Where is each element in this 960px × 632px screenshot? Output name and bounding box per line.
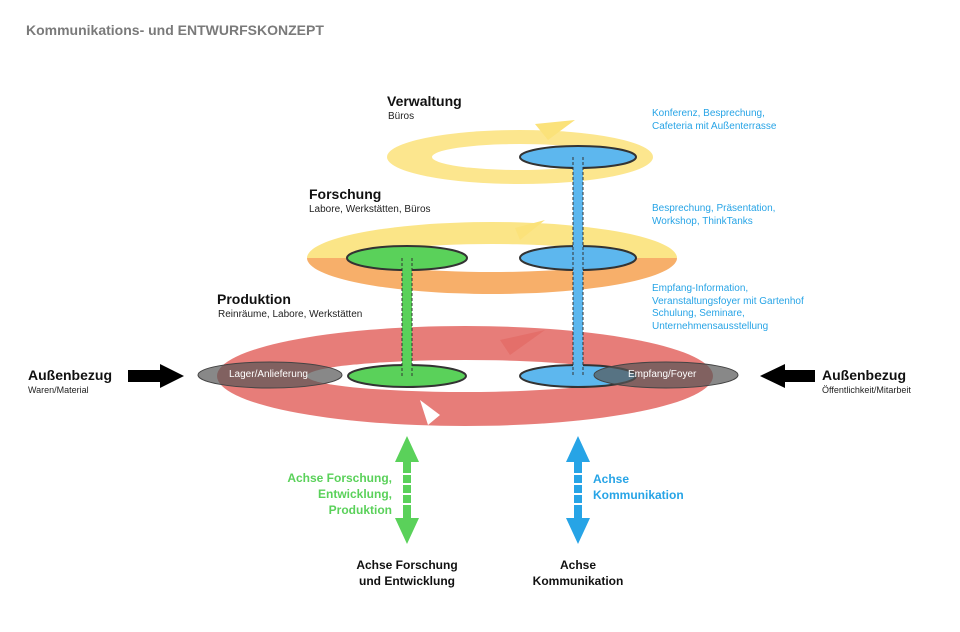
external-right-title: Außenbezug (822, 367, 906, 383)
note-produktion: Empfang-Information, Veranstaltungsfoyer… (652, 283, 804, 332)
level-sub-verwaltung: Büros (388, 111, 415, 122)
lager-label: Lager/Anlieferung (229, 369, 308, 380)
external-left-title: Außenbezug (28, 367, 112, 383)
green-double-arrow-icon (395, 436, 419, 544)
empfang-label: Empfang/Foyer (628, 369, 697, 380)
external-left-sub: Waren/Material (28, 385, 89, 395)
level-title-forschung: Forschung (309, 186, 382, 202)
bottom-label-forschung: Achse Forschung und Entwicklung (356, 558, 458, 588)
level-title-produktion: Produktion (217, 291, 291, 307)
bottom-label-kommunikation: Achse Kommunikation (532, 558, 624, 588)
arrow-left-icon (760, 364, 815, 388)
green-axis (346, 245, 468, 388)
blue-double-arrow-icon (566, 436, 590, 544)
lager-ellipse (197, 361, 343, 389)
arrow-right-icon (128, 364, 184, 388)
level-sub-forschung: Labore, Werkstätten, Büros (309, 204, 431, 215)
page-title: Kommunikations- und ENTWURFSKONZEPT (26, 22, 324, 38)
note-forschung: Besprechung, Präsentation, Workshop, Thi… (652, 203, 776, 227)
empfang-ellipse (593, 361, 739, 389)
blue-axis (519, 145, 637, 388)
level-title-verwaltung: Verwaltung (387, 93, 462, 109)
external-right-sub: Öffentlichkeit/Mitarbeit (822, 385, 911, 395)
level-sub-produktion: Reinräume, Labore, Werkstätten (218, 309, 363, 320)
note-verwaltung: Konferenz, Besprechung, Cafeteria mit Au… (652, 108, 777, 132)
blue-axis-label: Achse Kommunikation (593, 472, 684, 502)
green-axis-label: Achse Forschung, Entwicklung, Produktion (287, 471, 392, 517)
